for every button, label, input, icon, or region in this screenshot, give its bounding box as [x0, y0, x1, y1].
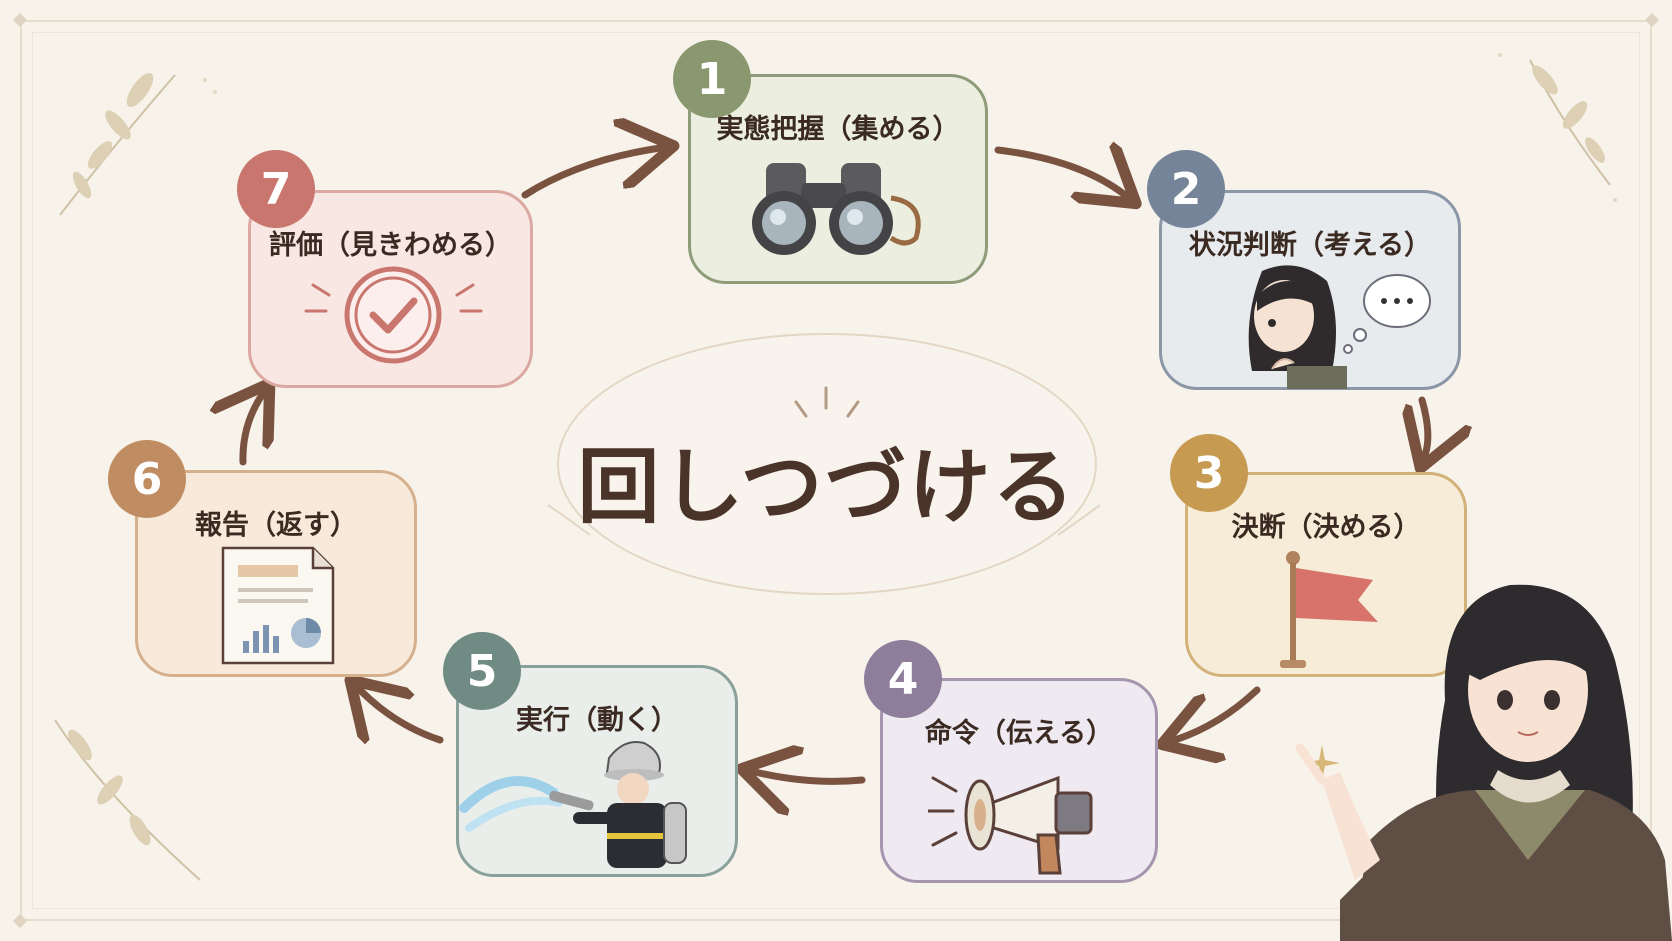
arrow-1-to-2: [994, 150, 1125, 195]
step-label: 評価（見きわめる）: [269, 230, 512, 261]
firefighter-icon: [459, 741, 687, 868]
report-document-icon: [221, 546, 335, 665]
arrow-3-to-4: [1175, 686, 1261, 740]
step-label: 実態把握（集める）: [716, 114, 960, 145]
checkmark-icon: [304, 266, 483, 364]
step-label: 命令（伝える）: [924, 718, 1114, 749]
arrow-2-to-3: [1422, 396, 1428, 455]
step-number-badge-2: 2: [1147, 150, 1225, 228]
step-label: 決断（決める）: [1231, 512, 1421, 543]
arrow-6-to-7: [243, 395, 262, 466]
step-number-badge-6: 6: [108, 440, 186, 518]
step-number-badge-5: 5: [443, 632, 521, 710]
step-number-badge-1: 1: [673, 40, 751, 118]
step-box-1: 実態把握（集める）: [688, 74, 988, 284]
arrow-5-to-6: [360, 690, 444, 740]
step-number-badge-7: 7: [237, 150, 315, 228]
step-box-4: 命令（伝える）: [880, 678, 1158, 883]
binoculars-icon: [752, 163, 921, 255]
step-number-badge-3: 3: [1170, 434, 1248, 512]
step-number-badge-4: 4: [864, 640, 942, 718]
step-box-2: 状況判断（考える）: [1159, 190, 1461, 390]
step-label: 報告（返す）: [195, 510, 357, 541]
step-box-7: 評価（見きわめる）: [248, 190, 533, 388]
arrow-4-to-5: [755, 772, 866, 781]
center-ellipse: [557, 333, 1097, 595]
arrow-7-to-1: [521, 148, 660, 199]
cycle-title: 回しつづける: [577, 440, 1077, 535]
step-box-6: 報告（返す）: [135, 470, 417, 677]
flag-icon: [1280, 551, 1378, 668]
step-label: 状況判断（考える）: [1188, 230, 1432, 261]
step-box-3: 決断（決める）: [1185, 472, 1467, 677]
step-box-5: 実行（動く）: [456, 665, 738, 877]
thinking-person-icon: [1248, 265, 1431, 389]
megaphone-icon: [928, 775, 1093, 875]
step-label: 実行（動く）: [516, 705, 678, 736]
